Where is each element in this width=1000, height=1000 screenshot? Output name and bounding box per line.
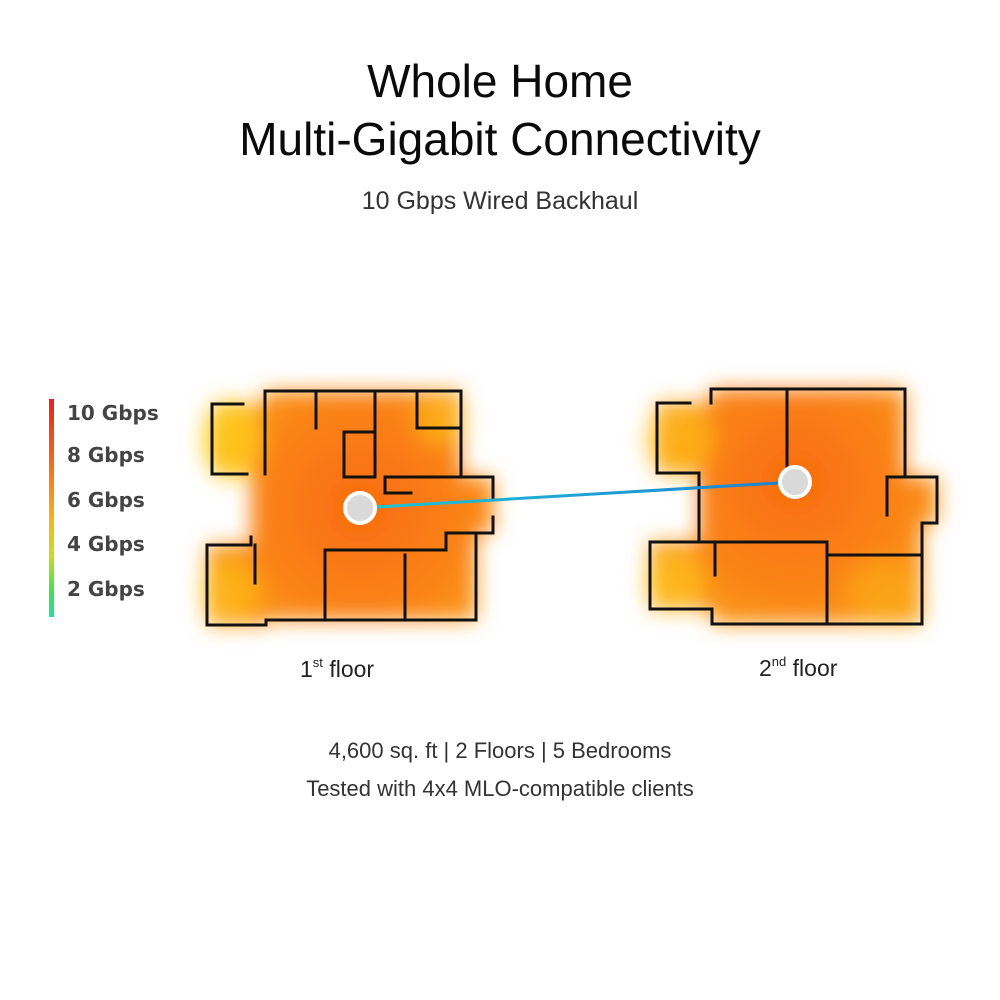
floor-2-label: 2nd floor [759, 654, 837, 682]
speed-legend: 10 Gbps 8 Gbps 6 Gbps 4 Gbps 2 Gbps [48, 397, 208, 619]
legend-item-4gbps: 4 Gbps [67, 532, 145, 556]
subtitle: 10 Gbps Wired Backhaul [361, 187, 639, 215]
wired-backhaul-link [359, 480, 796, 510]
legend-item-8gbps: 8 Gbps [67, 443, 145, 467]
house-specs: 4,600 sq. ft | 2 Floors | 5 Bedrooms [328, 738, 672, 763]
floor-1-label: 1st floor [300, 655, 374, 683]
legend-item-6gbps: 6 Gbps [67, 488, 145, 512]
floor-2-heatmap [645, 389, 937, 624]
legend-item-10gbps: 10 Gbps [67, 401, 159, 425]
floor-2-number: 2 [759, 655, 772, 681]
title-line-2: Multi-Gigabit Connectivity [239, 113, 761, 165]
legend-item-2gbps: 2 Gbps [67, 577, 145, 601]
floor-1-number: 1 [300, 656, 313, 682]
floor-1-walls [205, 389, 495, 627]
title: Whole Home Multi-Gigabit Connectivity [0, 52, 1000, 168]
floor-2-walls [648, 387, 939, 626]
test-note: Tested with 4x4 MLO-compatible clients [306, 776, 694, 801]
router-node-floor-2 [778, 465, 812, 499]
floor-1-suffix: st [312, 655, 323, 670]
floor-2-suffix: nd [771, 654, 787, 669]
floor-2-text: floor [792, 655, 838, 681]
floor-1-text: floor [329, 656, 375, 682]
legend-gradient-bar [49, 399, 54, 617]
title-line-1: Whole Home [367, 55, 633, 107]
router-node-floor-1 [343, 491, 377, 525]
